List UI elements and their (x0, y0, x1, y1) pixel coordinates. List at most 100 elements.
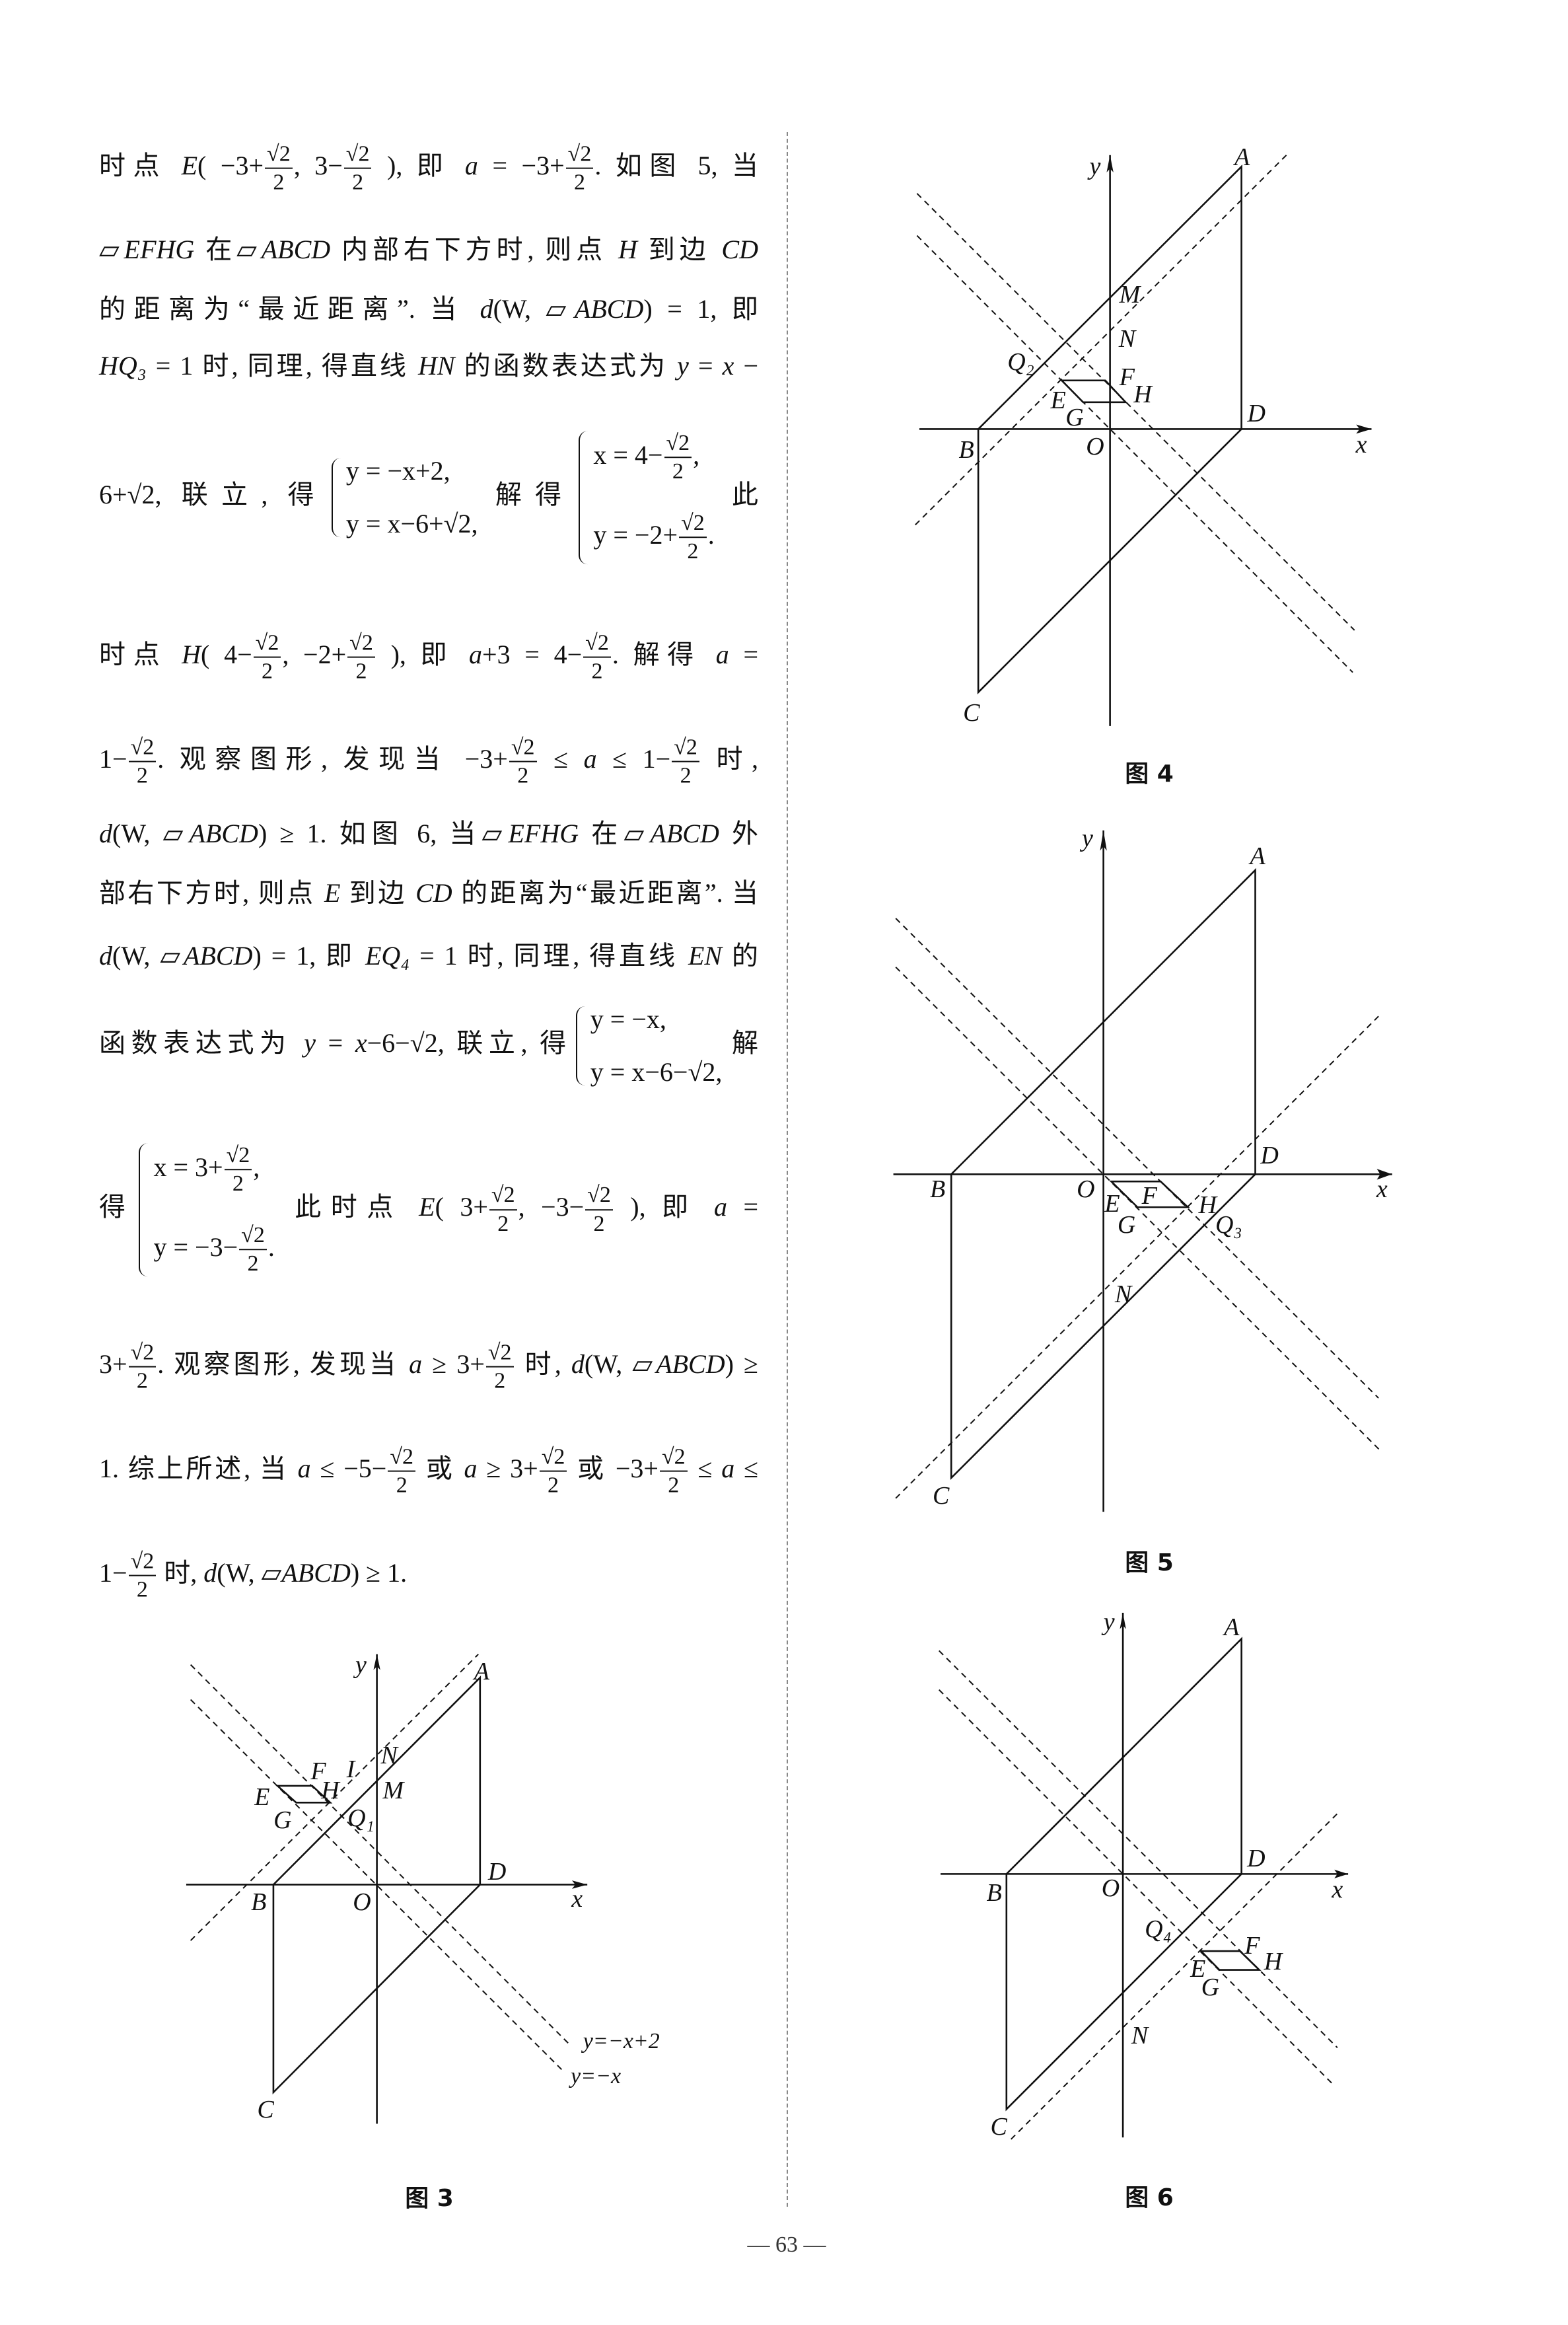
math-variable: E (419, 1192, 435, 1222)
math-variable: d (99, 819, 112, 848)
point-label-E: E (1190, 1955, 1206, 1983)
point-label-F: F (1119, 363, 1135, 392)
point-label-G: G (1201, 1973, 1220, 2001)
point-label-y: y (1089, 153, 1101, 181)
point-label-E: E (1050, 386, 1066, 414)
fraction-denominator: 2 (687, 539, 699, 564)
point-label-D: D (1247, 400, 1265, 428)
fraction-numerator: √2 (565, 142, 594, 169)
fraction-denominator: 2 (136, 764, 148, 788)
fraction-numerator: √2 (265, 142, 293, 169)
parallelogram-abcd (1007, 1639, 1242, 2109)
text-run: 解得 (481, 480, 575, 510)
fig6-diagram (911, 1605, 1349, 2167)
parallelogram-efhg (1061, 381, 1125, 402)
y-axis-arrow-icon (1106, 155, 1114, 172)
point-label-C: C (257, 2096, 274, 2124)
point-label-Q: Q₃ (1215, 1211, 1242, 1239)
fraction-denominator: 2 (261, 659, 273, 684)
point-label-Q: Q₂ (1007, 348, 1034, 376)
point-label-N: N (1131, 2021, 1149, 2049)
math-variable: HQ₃ (99, 351, 147, 381)
fig3-diagram (165, 1639, 694, 2180)
fraction-numerator: √2 (672, 735, 699, 762)
fraction-denominator: 2 (672, 459, 684, 484)
text-run: −6−√2, 联立, 得 (367, 1028, 572, 1058)
fraction-numerator: √2 (489, 1183, 517, 1210)
text-run: 6+√2, 联立, 得 (99, 480, 328, 510)
dashed-line (896, 918, 1378, 1398)
y-axis-arrow-icon (1100, 830, 1107, 851)
math-variable: d (480, 294, 493, 324)
parallelogram-efhg (277, 1786, 330, 1802)
point-label-H: H (1198, 1191, 1217, 1219)
text-run: (W, ▱ (112, 941, 184, 971)
fraction-denominator: 2 (136, 1369, 148, 1393)
text-run: ≤ (688, 1454, 722, 1484)
math-variable: H (182, 640, 201, 670)
text-line: 的距离为“最近距离”. 当 d(W, ▱ABCD) = 1, 即 (99, 296, 758, 322)
point-label-G: G (1065, 404, 1084, 432)
point-label-F: F (310, 1757, 326, 1785)
math-variable: EFHG (124, 235, 195, 264)
text-run: y = −3− (153, 1232, 238, 1262)
text-run: 到边 (340, 878, 416, 908)
text-run: ) ≥ 1. 如图 6, 当▱ (258, 819, 509, 848)
text-run: ▱ (99, 235, 124, 264)
text-run: = (688, 351, 723, 381)
fraction-numerator: √2 (585, 1183, 613, 1210)
text-run: ) = 1, 即 (643, 294, 758, 324)
math-variable: a (297, 1454, 311, 1484)
text-run: = (729, 640, 758, 670)
text-run: 外 (719, 819, 758, 848)
x-axis-arrow-icon (1334, 1869, 1349, 1878)
point-label-C: C (963, 698, 980, 727)
point-label-N: N (380, 1741, 398, 1769)
text-run: ), 即 (376, 640, 470, 670)
point-label-y: y (1103, 1607, 1115, 1636)
point-label-F: F (1244, 1931, 1260, 1960)
equation-row: y = x−6+√2, (346, 511, 478, 537)
point-label-B: B (929, 1175, 946, 1203)
text-run: ( 4− (201, 640, 252, 670)
text-run: y = −2+ (593, 519, 678, 550)
fraction-denominator: 2 (247, 1251, 259, 1276)
math-variable: EFHG (508, 819, 579, 848)
fraction-numerator: √2 (388, 1445, 416, 1472)
point-label-E: E (1104, 1190, 1120, 1218)
math-variable: a (469, 640, 483, 670)
point-label-C: C (990, 2112, 1007, 2141)
dashed-line (191, 1699, 562, 2069)
text-line: 部右下方时, 则点 E 到边 CD 的距离为“最近距离”. 当 (99, 880, 758, 906)
left-brace (575, 1006, 587, 1086)
point-label-A: A (1250, 842, 1265, 871)
math-variable: ABCD (261, 235, 331, 264)
equation-row: y = −x+2, (346, 458, 478, 484)
fraction-numerator: √2 (128, 1341, 157, 1368)
point-label-C: C (933, 1482, 950, 1510)
text-run: ( 3+ (435, 1192, 488, 1222)
point-label-D: D (487, 1857, 507, 1886)
point-label-H: H (321, 1776, 339, 1804)
point-label-x: x (1355, 430, 1367, 459)
math-variable: CD (721, 235, 758, 264)
x-axis-arrow-icon (571, 1880, 588, 1889)
point-label-O: O (353, 1888, 371, 1916)
